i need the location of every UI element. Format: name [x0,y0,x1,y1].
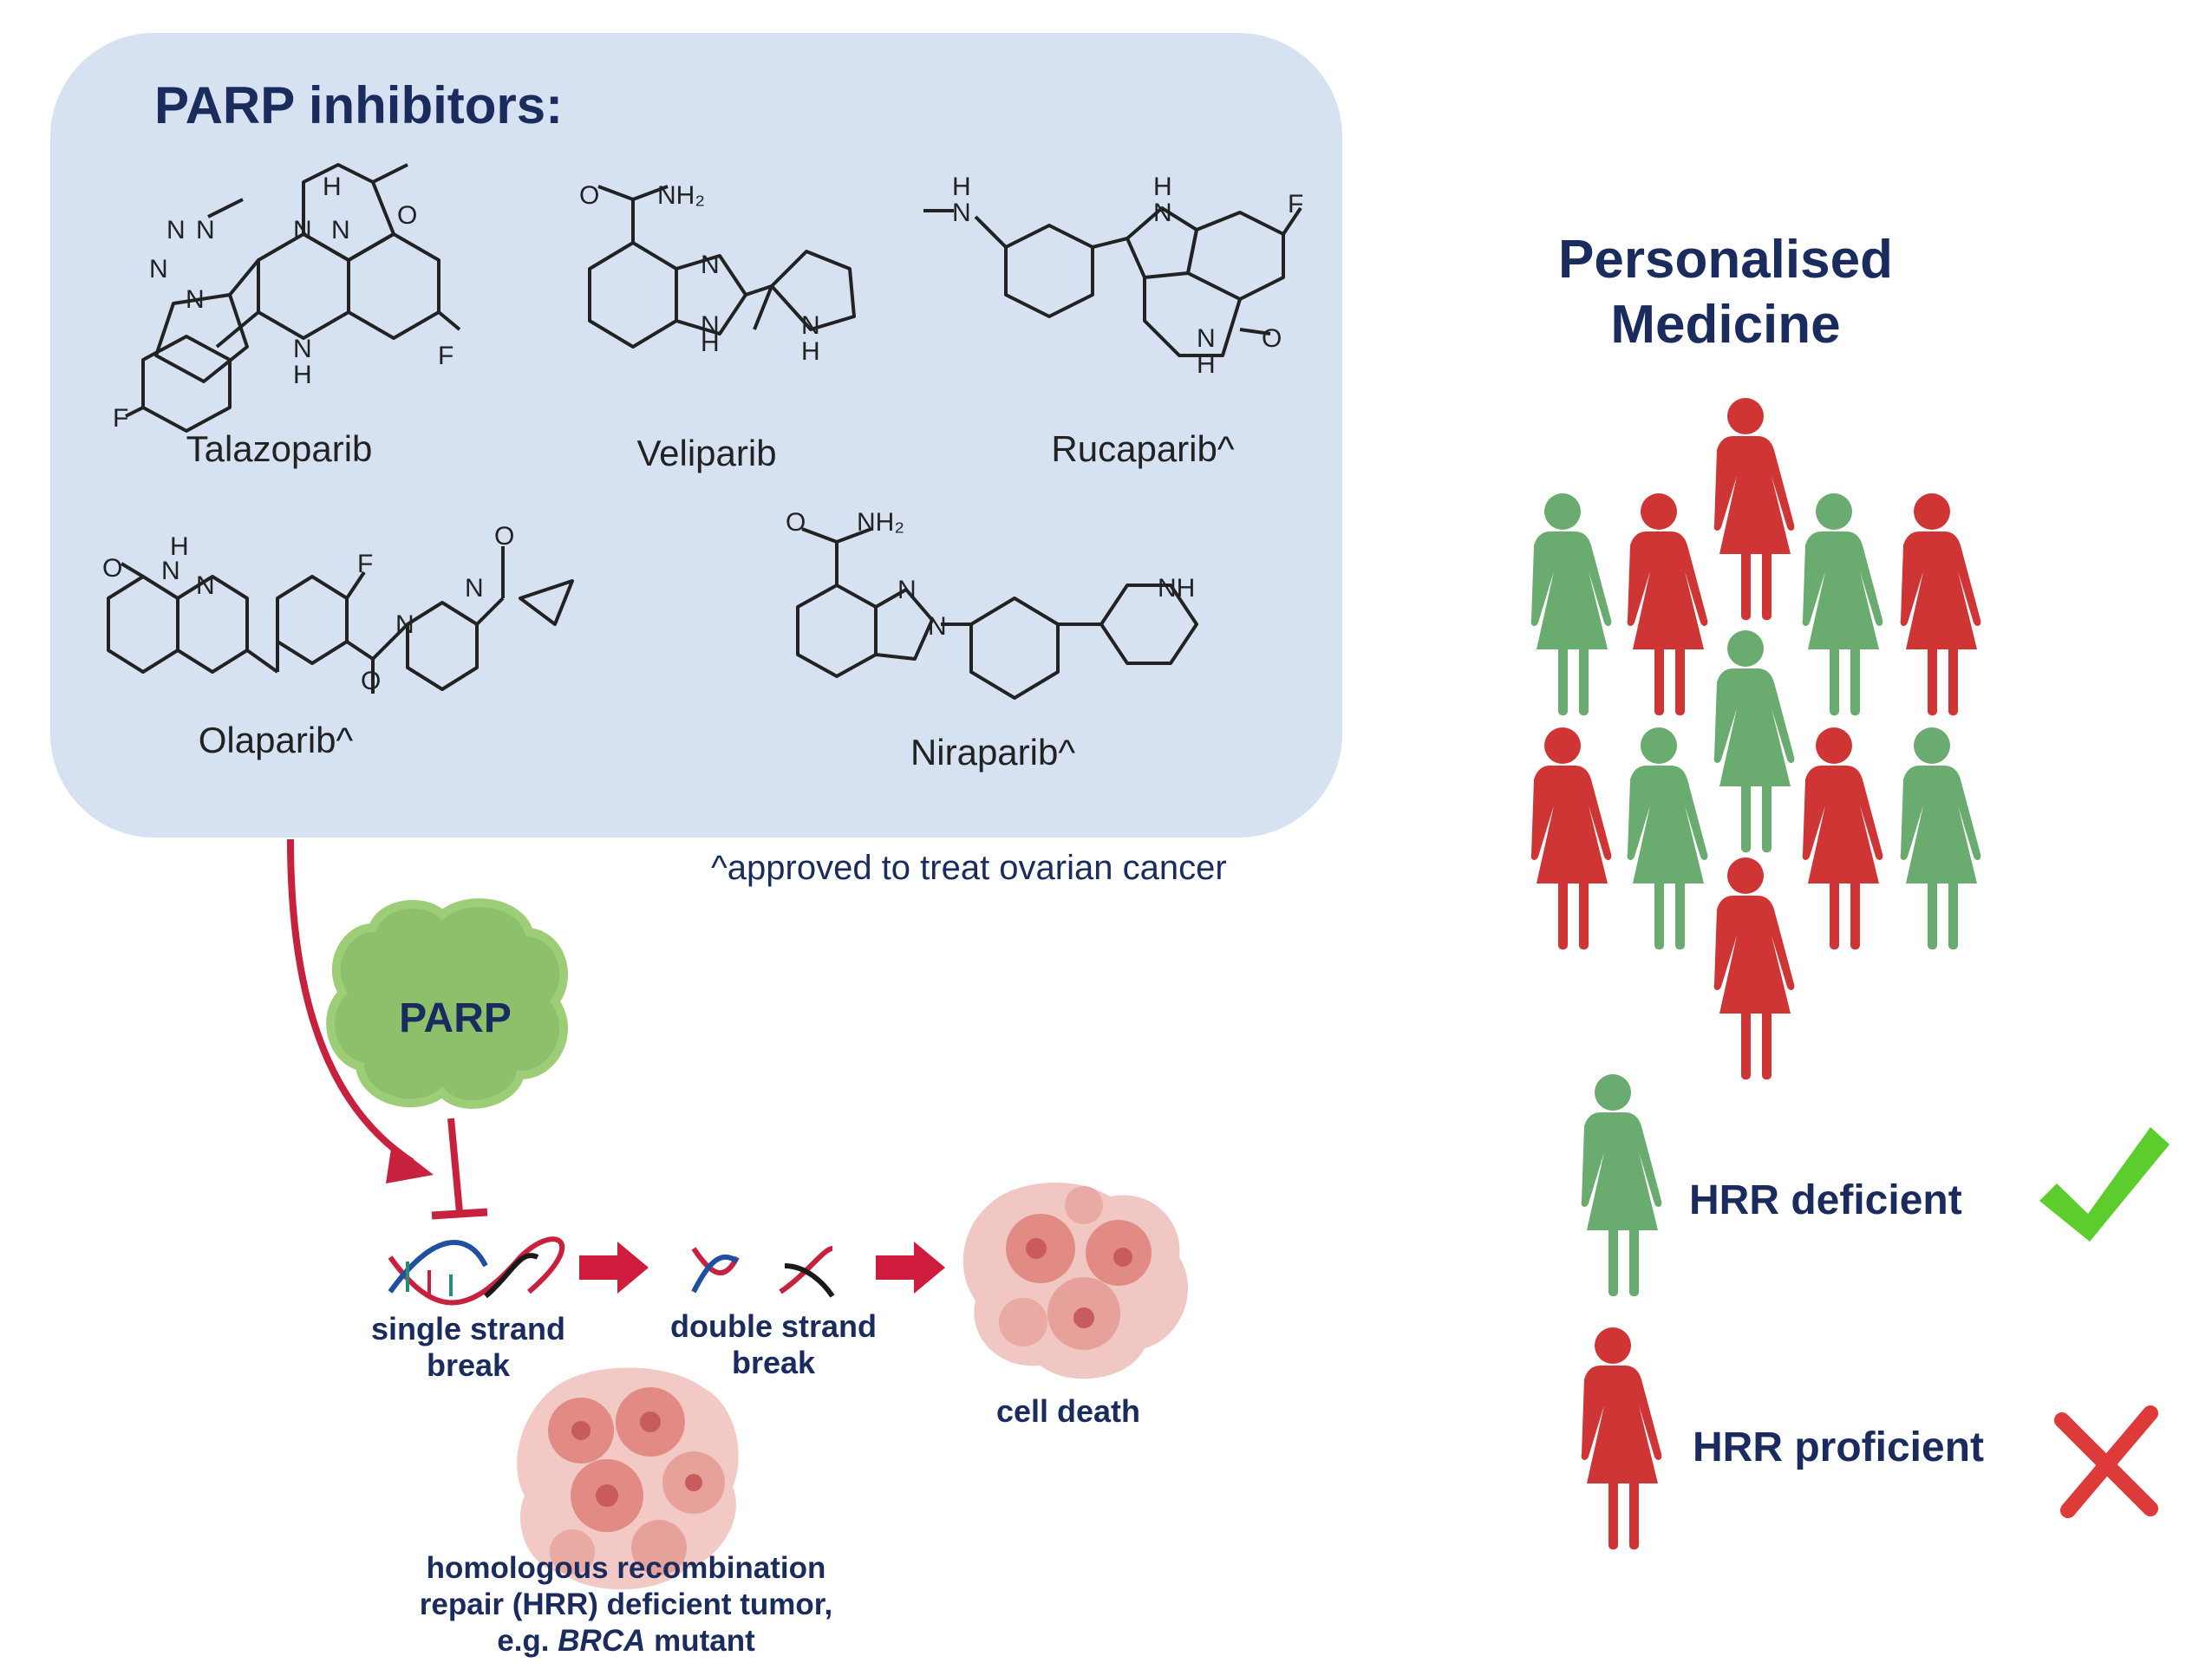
personalised-title-line1: Personalised [1558,230,1893,290]
drug-name-rucaparib: Rucaparib^ [1051,428,1234,469]
svg-text:N: N [293,216,312,244]
person-icon [1900,727,1981,950]
person-icon [1713,857,1795,1080]
double-strand-label-line1: double strand [670,1308,877,1344]
patient-population [1530,398,1981,1080]
double-strand-dna-icon [691,1246,835,1298]
pathway-arrow-2 [876,1242,945,1294]
person-icon [1530,493,1612,716]
single-strand-dna-icon [388,1236,565,1306]
svg-text:N: N [331,216,350,244]
double-strand-label-line2: break [732,1345,816,1380]
person-icon [1713,630,1795,853]
svg-text:N: N [701,251,720,279]
svg-text:H: H [952,173,971,201]
pathway-arrow-1 [579,1242,649,1294]
svg-text:H: H [1153,173,1172,201]
person-icon [1900,493,1981,716]
svg-text:H: H [323,173,342,201]
svg-text:H: H [701,329,720,357]
svg-text:H: H [293,361,312,389]
svg-text:O: O [1262,324,1282,353]
person-icon [1581,1327,1662,1550]
drug-name-olaparib: Olaparib^ [199,720,354,760]
person-icon [1627,493,1708,716]
svg-text:N: N [196,571,215,600]
svg-text:F: F [1288,190,1303,218]
single-strand-label-line2: break [427,1347,511,1383]
tumor-caption: homologous recombination repair (HRR) de… [420,1551,832,1658]
panel-title: PARP inhibitors: [154,76,563,134]
talazoparib-structure [125,163,461,433]
svg-text:NH: NH [1158,574,1195,603]
svg-text:H: H [1197,350,1216,379]
person-icon [1530,727,1612,950]
svg-text:O: O [579,181,599,210]
svg-text:O: O [102,554,122,583]
legend-label-hrr-proficient: HRR proficient [1693,1425,1984,1470]
svg-text:N: N [1153,199,1172,227]
svg-text:N: N [897,576,917,604]
pathway-labels: single strand break double strand break … [371,1308,1140,1429]
svg-text:F: F [357,550,373,578]
legend-label-hrr-deficient: HRR deficient [1689,1177,1962,1223]
person-icon [1802,493,1883,716]
check-icon [2039,1127,2170,1242]
drug-name-veliparib: Veliparib [636,433,776,473]
cross-icon [2054,1405,2158,1518]
person-icon [1802,727,1883,950]
parp-enzyme-label: PARP [399,995,512,1041]
svg-text:O: O [494,522,514,551]
cell-death-label: cell death [996,1393,1140,1429]
svg-text:F: F [438,342,453,370]
svg-text:N: N [1197,324,1216,353]
parp-enzyme: PARP [326,898,568,1109]
rucaparib-structure [923,206,1302,357]
chemical-structures [107,163,1302,700]
svg-text:N: N [465,574,484,603]
svg-text:N: N [161,557,180,585]
svg-text:N: N [149,255,168,284]
svg-text:N: N [701,311,720,340]
svg-text:N: N [952,199,971,227]
tumor-caption-line1: homologous recombination [427,1551,826,1585]
svg-text:N: N [801,311,820,340]
svg-text:H: H [170,532,189,561]
niraparib-structure [796,527,1198,700]
tumor-caption-line3: e.g. BRCA mutant [497,1624,755,1658]
svg-text:N: N [196,216,215,244]
svg-text:N: N [395,610,414,639]
svg-text:N: N [166,216,186,244]
parp-inhibitors-panel: PARP inhibitors: [50,33,1342,838]
svg-text:H: H [801,337,820,366]
drug-names: Talazoparib Veliparib Rucaparib^ Olapari… [186,428,1235,773]
person-icon [1713,398,1795,621]
svg-text:F: F [113,404,128,433]
svg-text:O: O [397,201,417,230]
single-strand-label-line1: single strand [371,1311,565,1346]
tumor-caption-line2: repair (HRR) deficient tumor, [420,1588,832,1621]
inhibitor-arrow [287,838,434,1183]
hrr-deficient-tumor-icon [517,1367,739,1590]
parp-inhibition-symbol [431,1118,488,1220]
drug-name-talazoparib: Talazoparib [186,428,373,469]
person-icon [1581,1074,1662,1297]
olaparib-structure [107,546,574,694]
svg-text:NH₂: NH₂ [657,181,705,210]
svg-text:O: O [361,667,381,695]
svg-text:N: N [928,612,947,641]
svg-text:O: O [786,508,806,537]
personalised-title-line2: Medicine [1610,295,1840,355]
legend: HRR deficient HRR proficient [1581,1074,2170,1550]
atom-labels: N N N N H N N O H N F F O NH₂ N H N N H … [102,173,1303,695]
personalised-medicine-title: Personalised Medicine [1558,230,1893,355]
svg-text:N: N [186,285,205,314]
drug-name-niraparib: Niraparib^ [910,732,1075,773]
svg-text:NH₂: NH₂ [857,508,904,537]
person-icon [1627,727,1708,950]
svg-text:N: N [293,335,312,363]
veliparib-structure [588,185,856,349]
approval-footnote: ^approved to treat ovarian cancer [711,849,1227,887]
cell-death-cluster-icon [962,1182,1189,1379]
